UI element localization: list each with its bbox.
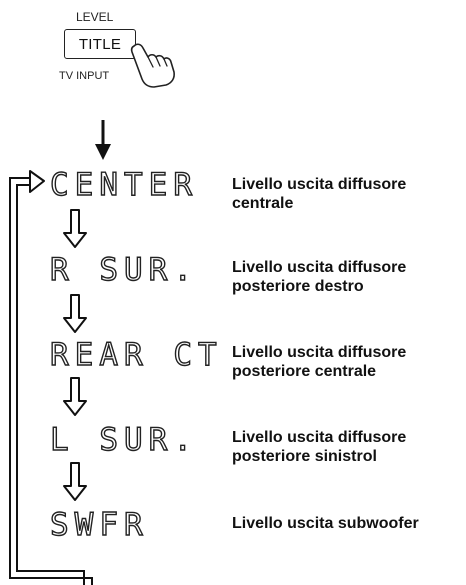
description-l-sur: Livello uscita diffusore posteriore sini… <box>232 429 407 465</box>
tv-input-label: TV INPUT <box>59 70 110 82</box>
title-button[interactable]: TITLE <box>64 29 136 59</box>
title-button-label: TITLE <box>78 35 122 53</box>
display-r-sur: R SUR. <box>49 252 198 288</box>
outline-down-arrow-icon <box>63 209 87 248</box>
down-arrow-icon <box>95 120 111 160</box>
display-center: CENTER <box>49 167 198 203</box>
description-swfr: Livello uscita subwoofer <box>232 515 419 532</box>
hand-press-icon <box>130 43 175 88</box>
display-rear-ct: REAR CT <box>49 337 223 373</box>
outline-down-arrow-icon <box>63 294 87 333</box>
description-r-sur: Livello uscita diffusore posteriore dest… <box>232 259 407 295</box>
outline-down-arrow-icon <box>63 462 87 501</box>
description-rear-ct: Livello uscita diffusore posteriore cent… <box>232 344 407 380</box>
display-l-sur: L SUR. <box>49 422 198 458</box>
level-label: LEVEL <box>76 10 114 24</box>
description-center: Livello uscita diffusore centrale <box>232 176 407 212</box>
outline-down-arrow-icon <box>63 377 87 416</box>
loop-return-arrow-icon <box>9 170 93 585</box>
display-swfr: SWFR <box>49 507 149 543</box>
